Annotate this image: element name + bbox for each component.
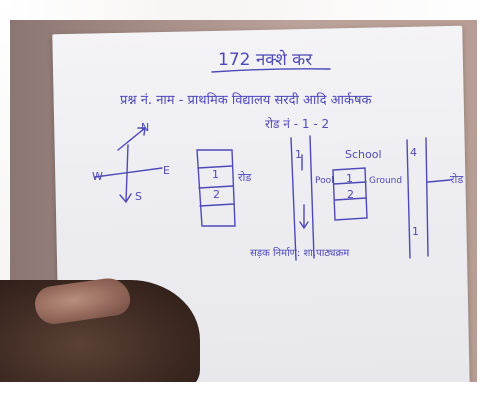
right-col-label: रोड xyxy=(450,173,464,186)
road-caption: सड़क निर्माण: शा.पाठ्यक्रम xyxy=(250,248,350,259)
road-top-number: 1 xyxy=(295,148,302,161)
school-bottom-number: 2 xyxy=(347,188,354,201)
compass-south-arrow xyxy=(119,193,132,204)
right-col-top-number: 4 xyxy=(410,146,417,159)
school-top-number: 1 xyxy=(346,172,353,185)
road-left-line xyxy=(290,137,297,261)
road-number-line: रोड नं - 1 - 2 xyxy=(265,117,330,131)
question-line: प्रश्न नं. नाम - प्राथमिक विद्यालय सरदी … xyxy=(120,93,372,108)
box1-outline xyxy=(196,149,236,227)
right-border xyxy=(477,0,491,406)
left-border xyxy=(0,0,10,406)
school-box-outline xyxy=(332,167,368,221)
box1-bottom-number: 2 xyxy=(213,188,220,201)
right-col-right xyxy=(425,137,429,257)
box1-line3 xyxy=(199,203,235,207)
compass-west-label: W xyxy=(92,170,103,183)
compass-north-label: N xyxy=(141,121,150,134)
road-arrow-down xyxy=(299,204,309,230)
school-left-label: Pool xyxy=(315,176,334,186)
box1-top-number: 1 xyxy=(212,168,219,181)
compass-south-label: S xyxy=(135,190,142,203)
school-label: School xyxy=(345,148,382,161)
title-underline xyxy=(211,68,331,73)
road-right-line xyxy=(309,135,315,259)
right-col-left xyxy=(406,139,411,259)
box1-line1 xyxy=(197,165,233,169)
compass-north-arrow xyxy=(137,127,146,136)
top-border xyxy=(0,0,491,20)
compass-vertical xyxy=(125,144,129,203)
school-box-line1 xyxy=(333,181,367,185)
compass-diagonal xyxy=(117,127,146,151)
compass-east-label: E xyxy=(163,164,170,177)
box1-line2 xyxy=(198,185,234,189)
box1-right-label: रोड xyxy=(238,171,252,184)
bottom-border xyxy=(0,382,491,406)
right-col-bottom-number: 1 xyxy=(412,225,419,238)
school-right-label: Ground xyxy=(369,176,403,186)
page-title: 172 नक्शे कर xyxy=(218,50,313,70)
right-col-tick xyxy=(427,179,451,183)
compass-horizontal xyxy=(94,167,163,178)
school-box-line2 xyxy=(334,197,367,201)
